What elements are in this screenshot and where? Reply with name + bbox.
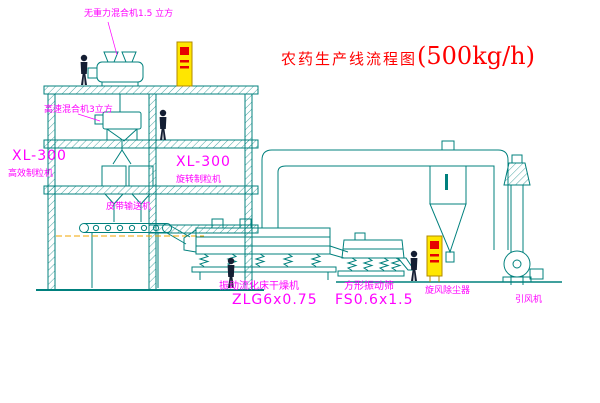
diagram-title-capacity: (500kg/h) — [417, 42, 535, 70]
building-structure — [36, 85, 264, 291]
label-sieve-model: FS0.6x1.5 — [335, 292, 414, 308]
high-speed-mixer — [94, 111, 142, 165]
label-gravity-mixer: 无重力混合机1.5 立方 — [84, 9, 174, 19]
gravity-mixer — [87, 51, 144, 112]
control-cabinet-1 — [176, 41, 193, 87]
worker-1 — [80, 54, 88, 85]
worker-4 — [410, 250, 418, 281]
cyclone-marking — [445, 174, 448, 190]
diagram-title: 农药生产线流程图(500kg/h) — [281, 42, 535, 70]
belt-conveyor-machine — [79, 223, 191, 288]
label-granulator-right-model: XL-300 — [176, 154, 231, 170]
label-dryer-model: ZLG6x0.75 — [232, 292, 318, 308]
exhaust-duct — [261, 149, 509, 250]
label-granulator-right-name: 旋转制粒机 — [176, 175, 222, 185]
label-high-speed-mixer: 高速混合机3立方 — [44, 105, 113, 115]
label-sieve-name: 方形振动筛 — [344, 281, 394, 292]
label-fan: 引风机 — [515, 295, 543, 305]
diagram-title-text: 农药生产线流程图 — [281, 50, 418, 68]
label-belt-conveyor: 皮带输送机 — [106, 202, 152, 212]
label-leader-lines — [77, 21, 118, 122]
label-dryer-name: 振动流化床干燥机 — [219, 281, 299, 292]
vibrating-sieve-machine — [337, 232, 415, 277]
cyclone-separator — [429, 140, 467, 263]
induced-draft-fan-machine — [502, 250, 544, 283]
fluid-bed-dryer-machine — [183, 218, 349, 280]
worker-2 — [159, 109, 167, 140]
control-cabinet-2 — [426, 235, 443, 282]
granulators — [101, 165, 154, 222]
label-granulator-left-model: XL-300 — [12, 148, 67, 164]
label-cyclone: 旋风除尘器 — [425, 286, 471, 296]
label-granulator-left-name: 高效制粒机 — [8, 169, 54, 179]
